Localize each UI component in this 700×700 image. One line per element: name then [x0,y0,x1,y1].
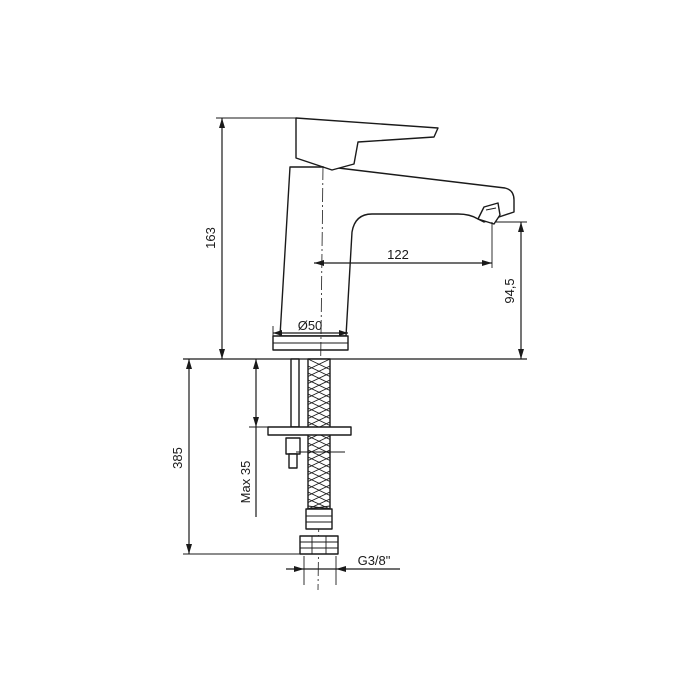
label-total-height: 163 [203,227,218,249]
dimension-max-thickness: Max 35 [238,359,268,517]
lever-handle [295,117,439,171]
aerator-detail [485,207,497,211]
dimension-total-height: 163 [203,117,296,359]
label-spout-reach: 122 [387,247,409,262]
connection-nut [299,535,339,555]
label-max-thickness: Max 35 [238,461,253,504]
dimension-connection-thread: G3/8" [286,553,400,585]
faucet-spout-outline [279,166,515,337]
label-spout-height: 94,5 [502,278,517,303]
threaded-rod [290,358,300,428]
dimension-base-diameter: Ø50 [272,318,348,336]
label-connection-thread: G3/8" [358,553,391,568]
label-base-diameter: Ø50 [298,318,323,333]
faucet-body [272,117,515,351]
small-hose-fitting [288,453,298,469]
under-counter-assembly [267,358,352,555]
dimension-hose-length: 385 [170,359,304,555]
ferrule [305,508,333,530]
label-hose-length: 385 [170,447,185,469]
fixing-plate [267,426,352,436]
dimension-spout-reach: 122 [314,222,493,268]
dimension-spout-height: 94,5 [496,221,527,359]
